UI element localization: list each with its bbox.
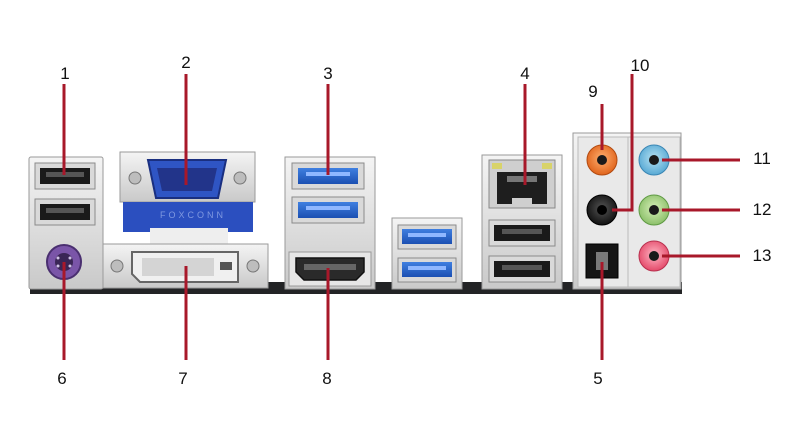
callout-numbers: 1 2 3 4 5 6 7 8 9 10 11 12 13 [57,53,771,388]
callout-number-2: 2 [181,53,190,72]
callout-number-11: 11 [753,149,771,168]
lan-usb-stack [481,154,563,290]
callout-number-5: 5 [593,369,602,388]
usb3-hdmi-stack [284,156,376,290]
callout-line-10 [612,74,634,212]
callout-number-7: 7 [178,369,187,388]
callout-number-9: 9 [588,82,597,101]
usb-ps2-stack [28,156,104,290]
callout-number-8: 8 [322,369,331,388]
callout-number-13: 13 [753,246,772,265]
brand-text: FOXCONN [160,210,226,220]
usb3-dual-stack [391,217,463,290]
callout-number-12: 12 [753,200,772,219]
callout-number-10: 10 [631,56,650,75]
callout-lines [62,74,740,360]
callout-number-3: 3 [323,64,332,83]
callout-number-1: 1 [60,64,69,83]
callout-number-6: 6 [57,369,66,388]
callout-number-4: 4 [520,64,529,83]
